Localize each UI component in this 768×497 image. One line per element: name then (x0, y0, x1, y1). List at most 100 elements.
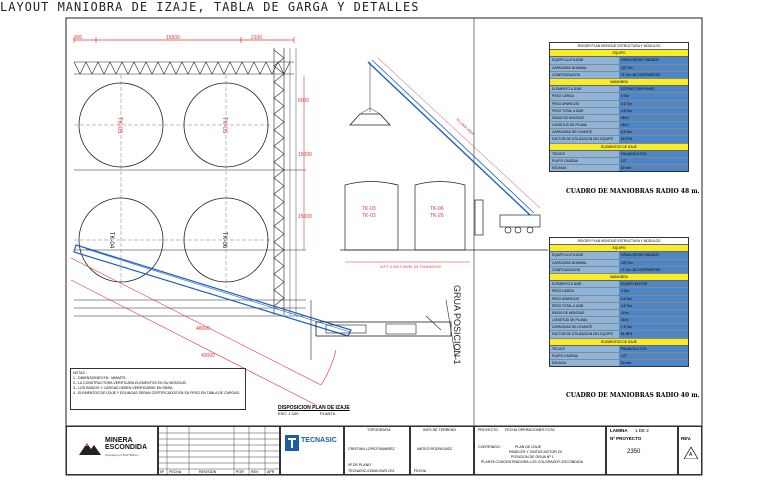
t2-v: PALANCA 6 TON (619, 345, 688, 352)
t1-v: 4.6 Ton (619, 107, 688, 114)
dim-right-3: 15000 (298, 214, 312, 220)
t2-v: EQUIPO MOTOR (619, 281, 688, 288)
t2-k: PULPO CADENA (550, 353, 619, 360)
note-line: 4.- ELEMENTOS DE IZAJE Y ESLINGAS SERAN … (73, 391, 240, 395)
rev-col: FECHA (169, 470, 182, 474)
t2-k: CONFIGURACION (550, 266, 619, 273)
plano-number: TECNASIC-01508-DWG-001 (348, 469, 395, 473)
sheet-info-cell: LAMINA 1 DE 2 Nº PROYECTO 2350 (606, 426, 678, 475)
t2-v: 1/2" (619, 353, 688, 360)
side-truss (273, 48, 297, 315)
load-table-40m: RIGGER PLAN MONTAJE ESTRUCTURA Y MODULOS… (549, 237, 689, 368)
drawer-cell: TOPOGRAFIA CRISTIAN LOPEZ RAMIREZ Nº DE … (344, 426, 410, 475)
contenido-line: PLAN DE IZAJE (515, 445, 542, 449)
dim-diagonal-2: 40000 (201, 353, 215, 359)
t1-k: TECLES (550, 150, 619, 157)
table2-section: EQUIPO (550, 245, 688, 253)
t1-v: GRUA GROVE GMK5220 (619, 57, 688, 64)
grua-posicion-label: GRUA POSICION 1 (452, 285, 462, 365)
contenido-line: POSICION DE GRUA Nº 1 (511, 455, 554, 459)
plan-scale: ESC: 1:100 (278, 411, 299, 416)
company-logo-cell: MINERA ESCONDIDA Operada por BHP Billito… (66, 426, 158, 475)
t1-k: FACTOR DE UTILIZACION DEL EQUIPO (550, 136, 619, 143)
note-line: 1.- DIMENSIONES EN : MM/MTS. (73, 376, 127, 380)
t1-v: PALANCA 6 TON (619, 150, 688, 157)
t2-v: 4.6 Ton (619, 302, 688, 309)
t1-k: PESO APAREJOS (550, 100, 619, 107)
drawer-name: CRISTIAN LOPEZ RAMIREZ (348, 447, 395, 451)
proyecto-label: PROYECTO (478, 428, 499, 432)
plan-view: 300 16500 2100 6000 15000 15000 (70, 35, 462, 406)
tank-label-tk06: TK-06 (221, 232, 227, 249)
t2-k: ESLINGA (550, 360, 619, 367)
t1-v: 8.8 Ton (619, 129, 688, 136)
t1-k: ELEMENTO A IZAR (550, 86, 619, 93)
t2-k: PESO APAREJOS (550, 295, 619, 302)
t2-k: PESO CARGA (550, 288, 619, 295)
t2-v: 7.6 Ton (619, 324, 688, 331)
t2-k: CAPACIDAD DE LEVANTE (550, 324, 619, 331)
t2-v: 0.6 Ton (619, 295, 688, 302)
tank-label-tk04: TK-04 (108, 232, 114, 249)
elev-label-2: TK-03 (362, 213, 376, 219)
t2-v: 40 m (619, 309, 688, 317)
elev-label-4: TK-26 (430, 213, 444, 219)
t2-v: 220 Ton (619, 259, 688, 266)
contenido-line: PANELES Y CINTAS MOTOR 2X (509, 450, 563, 454)
boom-label: PLUMA 48m (455, 117, 475, 136)
rev-col: Nº (160, 470, 164, 474)
rev-col: REVISION (199, 470, 217, 474)
elev-base-label: N.P.T. 0.000 Y NIVEL DE FUNDACION (380, 265, 441, 269)
rev-label: REV. (681, 436, 692, 441)
notes-title: NOTAS : (73, 371, 87, 375)
t1-v: 220 Ton (619, 64, 688, 71)
contractor-name: TECNASIC (301, 437, 337, 444)
tank-label-tk03: TK-03 (116, 117, 122, 134)
table1-header: RIGGER PLAN MONTAJE ESTRUCTURA Y MODULOS (550, 43, 688, 51)
t2-v: 60 mm (619, 360, 688, 367)
t1-k: CONFIGURACION (550, 71, 619, 78)
t1-k: CAPACIDAD DE LEVANTE (550, 129, 619, 136)
t2-k: PESO TOTAL A IZAR (550, 302, 619, 309)
drawing-title: LAYOUT MANIOBRA DE IZAJE, TABLA DE GARGA… (0, 0, 420, 14)
t1-v: 0.6 Ton (619, 100, 688, 107)
notes-box: NOTAS : 1.- DIMENSIONES EN : MM/MTS. 2.-… (70, 368, 246, 410)
caption-40m: CUADRO DE MANIOBRAS RADIO 40 m. (566, 392, 700, 399)
rev-value: A (689, 452, 693, 458)
dim-diagonal-1: 48000 (196, 326, 210, 332)
rev-col: POR (236, 470, 244, 474)
t2-k: CAPACIDAD NOMINAL (550, 259, 619, 266)
dim-top-2: 16500 (166, 35, 180, 41)
revision-grid: Nº FECHA REVISION POR REV APR (158, 426, 281, 476)
t2-k: RADIO DE MONTAJE (550, 309, 619, 317)
t2-v: GRUA GROVE GMK5220 (619, 252, 688, 259)
elev-label-1: TK-03 (362, 206, 376, 212)
company-sub: Operada por BHP Billiton (105, 453, 139, 457)
proyecto-value: FECHA OPERACIONES FCSC (505, 428, 556, 432)
topografia-label: TOPOGRAFIA (367, 428, 391, 432)
reviewer-name: MATEO RODRIGUEZ (417, 447, 453, 451)
table2-section: ELEMENTOS DE IZAJE (550, 338, 688, 346)
content-cell: PROYECTO FECHA OPERACIONES FCSC CONTENID… (474, 426, 606, 475)
tecnasic-logo-icon (285, 435, 299, 451)
dim-top-1: 300 (74, 35, 83, 41)
top-truss (73, 61, 294, 75)
t2-k: EQUIPO A UTILIZAR (550, 252, 619, 259)
t2-v: 71 Ton. 66 CONTRAPESO (619, 266, 688, 273)
t1-k: RADIO DE MONTAJE (550, 114, 619, 122)
table1-section: EQUIPO (550, 50, 688, 58)
tank-label-tk05: TK-05 (221, 117, 227, 134)
crane-plan (73, 244, 457, 361)
elev-label-3: TK-06 (430, 206, 444, 212)
t1-v: 71 Ton. 66 CONTRAPESO (619, 71, 688, 78)
contenido-line: PLANTA CONCENTRADORA LOS COLORADOS ESCON… (481, 460, 583, 464)
t1-k: LONGITUD DE PLUMA (550, 122, 619, 129)
plan-sub: PLANTA (320, 411, 336, 416)
t1-v: 48 m (619, 114, 688, 122)
t1-v: 52.27% (619, 136, 688, 143)
t1-v: 60 mm (619, 165, 688, 172)
t1-k: ESLINGA (550, 165, 619, 172)
note-line: 3.- LOS RADIOS Y CARGAS DEBEN VERIFICARS… (73, 386, 174, 390)
t1-k: PESO CARGA (550, 93, 619, 100)
